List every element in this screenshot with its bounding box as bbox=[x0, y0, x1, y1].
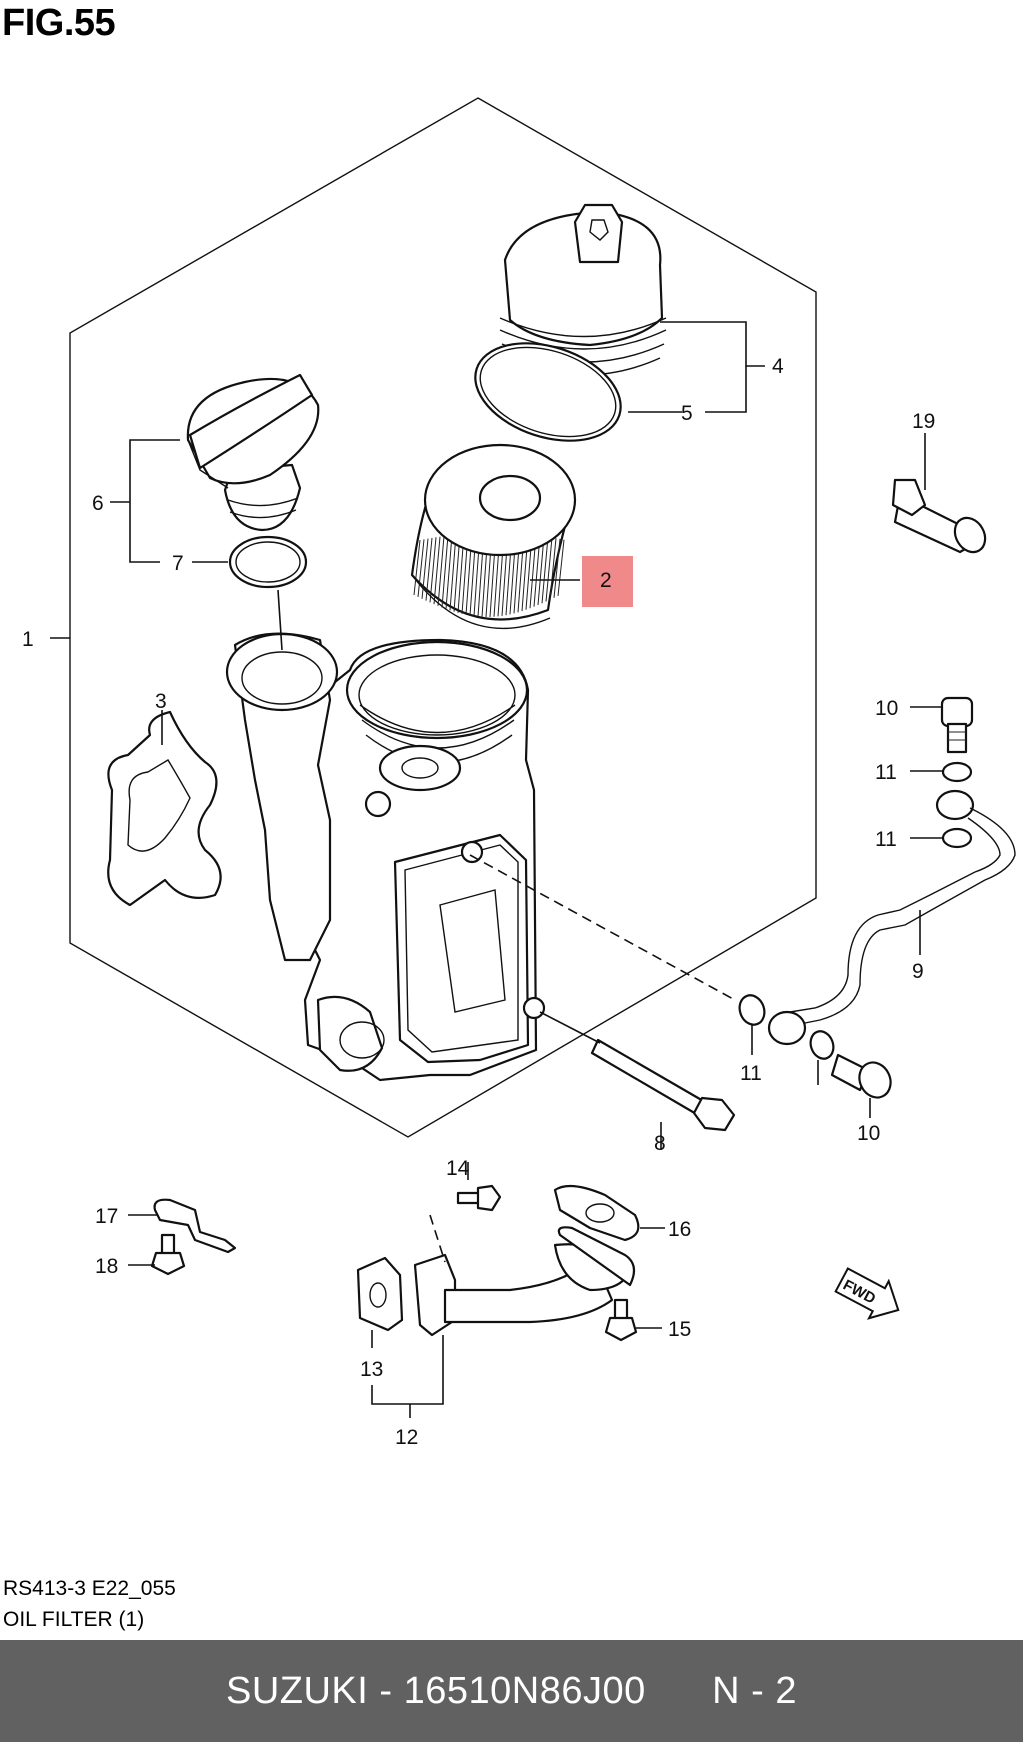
callout-7[interactable]: 7 bbox=[172, 552, 184, 575]
part-bolt-10-bottom[interactable] bbox=[830, 1053, 896, 1103]
part-gasket[interactable] bbox=[107, 710, 222, 907]
part-washer-11-a[interactable] bbox=[941, 761, 973, 783]
filter-pleat-line bbox=[449, 534, 457, 611]
callout-10-top[interactable]: 10 bbox=[875, 697, 898, 720]
filter-pleat-line bbox=[425, 537, 433, 601]
part-union-bolt-19[interactable] bbox=[891, 478, 991, 558]
footer-gap bbox=[646, 1670, 712, 1713]
figure-name: OIL FILTER (1) bbox=[3, 1608, 145, 1631]
part-bolt-15[interactable] bbox=[604, 1298, 638, 1342]
footer-part-number: 16510N86J00 bbox=[403, 1669, 646, 1712]
part-bolt-18[interactable] bbox=[150, 1233, 186, 1276]
assembly-boundary bbox=[69, 97, 817, 1138]
part-oil-pipe-assembly[interactable] bbox=[413, 1226, 636, 1337]
figure-title: FIG.55 bbox=[2, 2, 116, 44]
fwd-direction-arrow: FWD bbox=[834, 1267, 900, 1320]
callout-9[interactable]: 9 bbox=[912, 960, 924, 983]
filter-pleat-line bbox=[445, 534, 453, 610]
callout-2[interactable]: 2 bbox=[600, 569, 612, 592]
figure-code: RS413-3 E22_055 bbox=[3, 1577, 176, 1600]
callout-13[interactable]: 13 bbox=[360, 1358, 383, 1381]
part-gasket-16[interactable] bbox=[553, 1184, 640, 1242]
callout-14[interactable]: 14 bbox=[446, 1157, 470, 1180]
part-washer-11-c[interactable] bbox=[736, 992, 769, 1028]
filter-pleat-line bbox=[433, 536, 441, 605]
callout-11-b[interactable]: 11 bbox=[875, 828, 897, 851]
part-washer-11-d[interactable] bbox=[807, 1028, 837, 1062]
filter-pleat-line bbox=[541, 536, 549, 604]
callout-15[interactable]: 15 bbox=[668, 1318, 691, 1341]
filter-pleat-line bbox=[549, 538, 557, 600]
callout-18[interactable]: 18 bbox=[95, 1255, 118, 1278]
footer-separator: - bbox=[368, 1669, 404, 1712]
part-oil-pipe[interactable] bbox=[767, 789, 1016, 1046]
part-oil-filter-element[interactable] bbox=[410, 443, 577, 630]
callout-2-highlight bbox=[582, 556, 633, 607]
callout-10-bottom[interactable]: 10 bbox=[857, 1122, 880, 1145]
filter-pleat-line bbox=[413, 539, 421, 596]
callout-11-c[interactable]: 11 bbox=[740, 1062, 762, 1085]
filter-pleat-line bbox=[417, 539, 425, 597]
callout-16[interactable]: 16 bbox=[668, 1218, 691, 1241]
filter-pleat-line bbox=[429, 537, 437, 603]
part-oil-filler-cap[interactable] bbox=[186, 373, 320, 532]
filter-pleat-line bbox=[441, 535, 449, 608]
part-bolt-14[interactable] bbox=[456, 1184, 502, 1212]
part-long-bolt[interactable] bbox=[590, 1038, 736, 1132]
callout-17[interactable]: 17 bbox=[95, 1205, 118, 1228]
callout-3[interactable]: 3 bbox=[155, 690, 167, 713]
callout-4[interactable]: 4 bbox=[772, 355, 784, 378]
part-washer-11-b[interactable] bbox=[941, 827, 973, 849]
part-bolt-10-top[interactable] bbox=[940, 696, 974, 754]
part-filler-o-ring[interactable] bbox=[228, 535, 308, 589]
callout-19[interactable]: 19 bbox=[912, 410, 935, 433]
leader-lines bbox=[50, 321, 943, 1418]
callout-12[interactable]: 12 bbox=[395, 1426, 418, 1449]
filter-pleat-line bbox=[537, 536, 545, 606]
exploded-parts-diagram: FWD 1 2 3 bbox=[22, 97, 1016, 1449]
callout-5[interactable]: 5 bbox=[681, 402, 693, 425]
callout-11-a[interactable]: 11 bbox=[875, 761, 897, 784]
filter-pleat-line bbox=[545, 537, 553, 602]
footer-bar: SUZUKI - 16510N86J00 N - 2 bbox=[0, 1640, 1023, 1742]
filter-pleat-line bbox=[557, 539, 565, 596]
filter-pleat-line bbox=[553, 538, 561, 598]
part-bracket-17[interactable] bbox=[153, 1198, 237, 1254]
callout-1[interactable]: 1 bbox=[22, 628, 34, 651]
callout-8[interactable]: 8 bbox=[654, 1132, 666, 1155]
callout-6[interactable]: 6 bbox=[92, 492, 104, 515]
footer-page: N - 2 bbox=[712, 1669, 797, 1712]
callout-labels: 1 2 3 4 5 6 7 8 9 10 10 11 11 11 12 13 1… bbox=[22, 355, 935, 1449]
part-oil-filter-housing[interactable] bbox=[225, 632, 546, 1082]
part-gasket-13[interactable] bbox=[356, 1256, 404, 1332]
part-cap-o-ring[interactable] bbox=[463, 326, 633, 458]
footer-brand: SUZUKI bbox=[225, 1669, 369, 1712]
filter-pleat-line bbox=[437, 536, 445, 606]
